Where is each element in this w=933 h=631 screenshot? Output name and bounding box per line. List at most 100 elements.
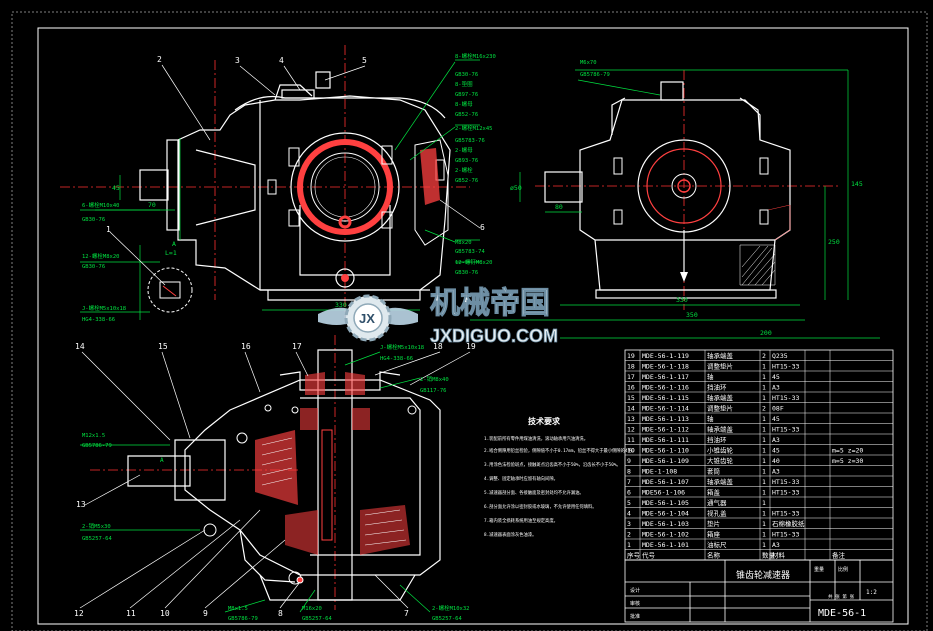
- bom-row-material: HT15-33: [772, 394, 799, 402]
- watermark-logo-text: JX: [359, 311, 375, 326]
- note-jbolt-b: J-螺栓M5x10x18: [380, 343, 424, 351]
- drawing-number: MDE-56-1: [818, 608, 866, 619]
- checker-label: 审核: [630, 600, 640, 607]
- watermark: JX 机械帝国 JXDIGUO.COM: [318, 286, 558, 346]
- dim-330: 330: [335, 301, 347, 309]
- note-jbolt: J-螺栓M5x10x18: [82, 304, 126, 312]
- bom-row-name: 套筒: [707, 467, 721, 476]
- bom-row-code: MDE-56-1-114: [642, 405, 689, 413]
- bom-row-no: 3: [627, 520, 631, 528]
- bom-row-name: 挡油环: [707, 435, 727, 444]
- bom-row-note: m=5 z=20: [832, 447, 863, 455]
- callout-1: 1: [106, 225, 111, 234]
- view-section-bolts: [203, 404, 417, 585]
- bom-row-no: 12: [627, 426, 635, 434]
- bom-row-code: MDE-1-108: [642, 468, 677, 476]
- bom-row-name: 轴承端盖: [707, 351, 734, 360]
- weight-label: 重量: [814, 566, 824, 573]
- callout-16: 16: [241, 342, 251, 351]
- view-side: ø50 80 330 350 200 145 250 M6x70 GB5786-…: [470, 60, 880, 339]
- view-side-dim-text: ø50 80 330 350 200 145 250: [510, 180, 863, 337]
- tech-req-1: 1.装配前所有零件用煤油清洗，滚动轴承用汽油清洗。: [484, 435, 588, 442]
- bom-row-code: MDE-56-1-103: [642, 520, 689, 528]
- bom-row-qty: 1: [762, 384, 766, 392]
- bom-row-code: MDE-56-1-105: [642, 499, 689, 507]
- bom-row-qty: 1: [762, 363, 766, 371]
- dim-side-145: 145: [851, 180, 863, 188]
- bom-row-name: 箱盖: [707, 488, 721, 497]
- note-bolt-m10: 6-螺栓M10x40: [82, 201, 120, 209]
- bom-row-material: HT15-33: [772, 478, 799, 486]
- bom-row-qty: 1: [762, 436, 766, 444]
- bom-row-no: 5: [627, 499, 631, 507]
- callout-10: 10: [160, 609, 170, 618]
- note-gb5257-a: GB5257-64: [82, 536, 112, 542]
- callout-7: 7: [404, 609, 409, 618]
- view-section-notes: M12x1.5 GB5786-79 J-螺栓M5x10x18 HG4-338-6…: [82, 343, 470, 622]
- approver-label: 批准: [630, 613, 640, 620]
- note-nut: 8-螺母: [455, 100, 473, 108]
- bom-row-name: 垫片: [707, 519, 720, 528]
- bom-header-qty: 数量: [762, 551, 776, 560]
- view-section-gears: [255, 372, 410, 555]
- bom-row-no: 9: [627, 457, 631, 465]
- bom-row-qty: 1: [762, 520, 766, 528]
- view-front: 2 3 4 5 6 1 45 70 330 A L=1 8-螺栓M16x230 …: [60, 45, 496, 323]
- bom-row-name: 通气器: [707, 498, 727, 507]
- bom-row-qty: 1: [762, 478, 766, 486]
- bom-row-qty: 1: [762, 510, 766, 518]
- bom-row-material: HT15-33: [772, 489, 799, 497]
- note-gb52: GB52-76: [455, 112, 478, 118]
- note-m16x20: M16x20: [302, 606, 322, 612]
- tech-req-6: 6.剖分面允许涂以密封胶或水玻璃，不允许使用任何填料。: [484, 503, 597, 510]
- bom-row-material: 石棉橡胶纸: [772, 519, 805, 528]
- callout-17: 17: [292, 342, 302, 351]
- bom-row-name: 调整垫片: [707, 362, 733, 371]
- title-block: [624, 559, 894, 623]
- sheet-label: 共 张 第 张: [828, 593, 855, 600]
- callout-2: 2: [157, 55, 162, 64]
- note-gb30-3: GB30-76: [82, 264, 105, 270]
- bom-row-no: 6: [627, 489, 631, 497]
- view-front-dim-text: 45 70 330 A L=1: [112, 184, 347, 309]
- callout-3: 3: [235, 56, 240, 65]
- note-bolt2: 2-螺栓: [455, 166, 473, 174]
- bom-row-code: MDE-56-1-117: [642, 373, 689, 381]
- dim-a: A: [172, 240, 176, 248]
- view-side-hatch: [739, 204, 791, 286]
- tech-req-8: 8.减速器表面涂灰色油漆。: [484, 531, 536, 538]
- view-front-section: [414, 139, 449, 246]
- note-gb97: GB97-76: [455, 92, 478, 98]
- view-front-labels: 2 3 4 5 6 1: [106, 55, 485, 234]
- tech-req-7: 7.箱内装全损耗系统用油至规定高度。: [484, 517, 558, 524]
- bom-row-material: Q235: [772, 352, 788, 360]
- bom-row-no: 10: [627, 447, 635, 455]
- note-hg4-b: HG4-338-66: [380, 356, 413, 362]
- note-gb30-1: GB30-76: [455, 72, 478, 78]
- note-gb5257-c: GB5257-64: [432, 616, 462, 622]
- bom-row-code: MDE56-1-106: [642, 489, 685, 497]
- view-section-callouts: 14 15 16 17 18 19 13 12 11 10 9 8 7: [74, 342, 476, 618]
- note-gb5257-b: GB5257-64: [302, 616, 332, 622]
- sheet-frame: [11, 11, 928, 631]
- bom-row-code: MDE-56-1-111: [642, 436, 689, 444]
- bom-row-material: A3: [772, 436, 780, 444]
- dim-side-250: 250: [828, 238, 840, 246]
- bom-row-no: 17: [627, 373, 635, 381]
- view-side-notes: M6x70 GB5786-79: [580, 60, 610, 78]
- bom-row-qty: 1: [762, 499, 766, 507]
- bom-row-code: MDE-56-1-119: [642, 352, 689, 360]
- note-gb5783-74: GB5783-74: [455, 249, 485, 255]
- view-side-dimensions: [470, 69, 880, 339]
- callout-9: 9: [203, 609, 208, 618]
- bom-row-no: 18: [627, 363, 635, 371]
- bom-row-no: 8: [627, 468, 631, 476]
- note-screw: 12-螺钉M8x20: [455, 258, 493, 266]
- bom-row-material: A3: [772, 384, 780, 392]
- callout-4: 4: [279, 56, 284, 65]
- bom-row-no: 16: [627, 384, 635, 392]
- view-front-bearing: [290, 132, 400, 288]
- bom-row-material: HT15-33: [772, 426, 799, 434]
- bom-header-note: 备注: [832, 551, 846, 560]
